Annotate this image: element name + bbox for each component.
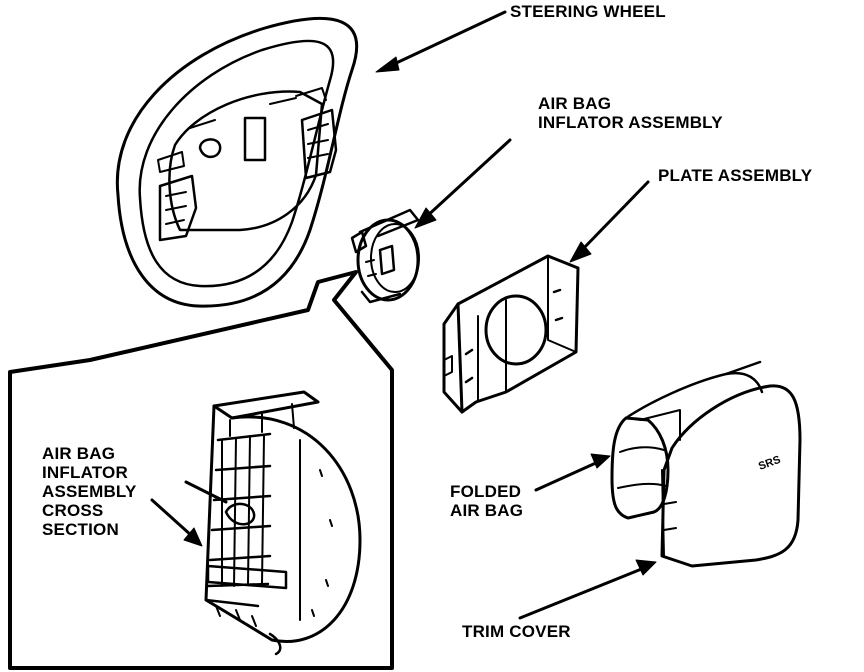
- label-cross-section-line-1: AIR BAG: [42, 444, 116, 463]
- plate-assembly: [442, 254, 580, 414]
- label-inflator-line-2: INFLATOR ASSEMBLY: [538, 113, 723, 132]
- leader-trim-cover: [518, 559, 657, 620]
- label-cross-section-line-4: CROSS: [42, 501, 104, 520]
- label-inflator-line-1: AIR BAG: [538, 94, 612, 113]
- label-cross-section-line-5: SECTION: [42, 520, 119, 539]
- inflator-assembly: [350, 208, 420, 304]
- inflator-cross-section: [204, 390, 362, 656]
- label-plate-assembly: PLATE ASSEMBLY: [658, 166, 813, 185]
- leader-folded-bag: [534, 453, 611, 492]
- cross-section-callout: [8, 270, 394, 670]
- leader-inflator: [414, 138, 512, 229]
- label-folded-line-1: FOLDED: [450, 482, 522, 501]
- trim-cover: SRS: [624, 360, 802, 568]
- label-cross-section: AIR BAG INFLATOR ASSEMBLY CROSS SECTION: [42, 444, 137, 539]
- srs-mark: SRS: [757, 454, 782, 473]
- label-steering-wheel: STEERING WHEEL: [510, 2, 666, 21]
- leader-cross-section: [150, 480, 228, 547]
- label-folded-air-bag: FOLDED AIR BAG: [450, 482, 523, 520]
- leader-plate: [569, 180, 650, 263]
- leader-steering-wheel: [375, 10, 507, 73]
- label-inflator-assembly: AIR BAG INFLATOR ASSEMBLY: [538, 94, 723, 132]
- folded-air-bag: [610, 409, 681, 520]
- label-cross-section-line-3: ASSEMBLY: [42, 482, 137, 501]
- label-folded-line-2: AIR BAG: [450, 501, 524, 520]
- label-trim-cover: TRIM COVER: [462, 622, 571, 641]
- steering-wheel: [115, 16, 359, 308]
- label-cross-section-line-2: INFLATOR: [42, 463, 128, 482]
